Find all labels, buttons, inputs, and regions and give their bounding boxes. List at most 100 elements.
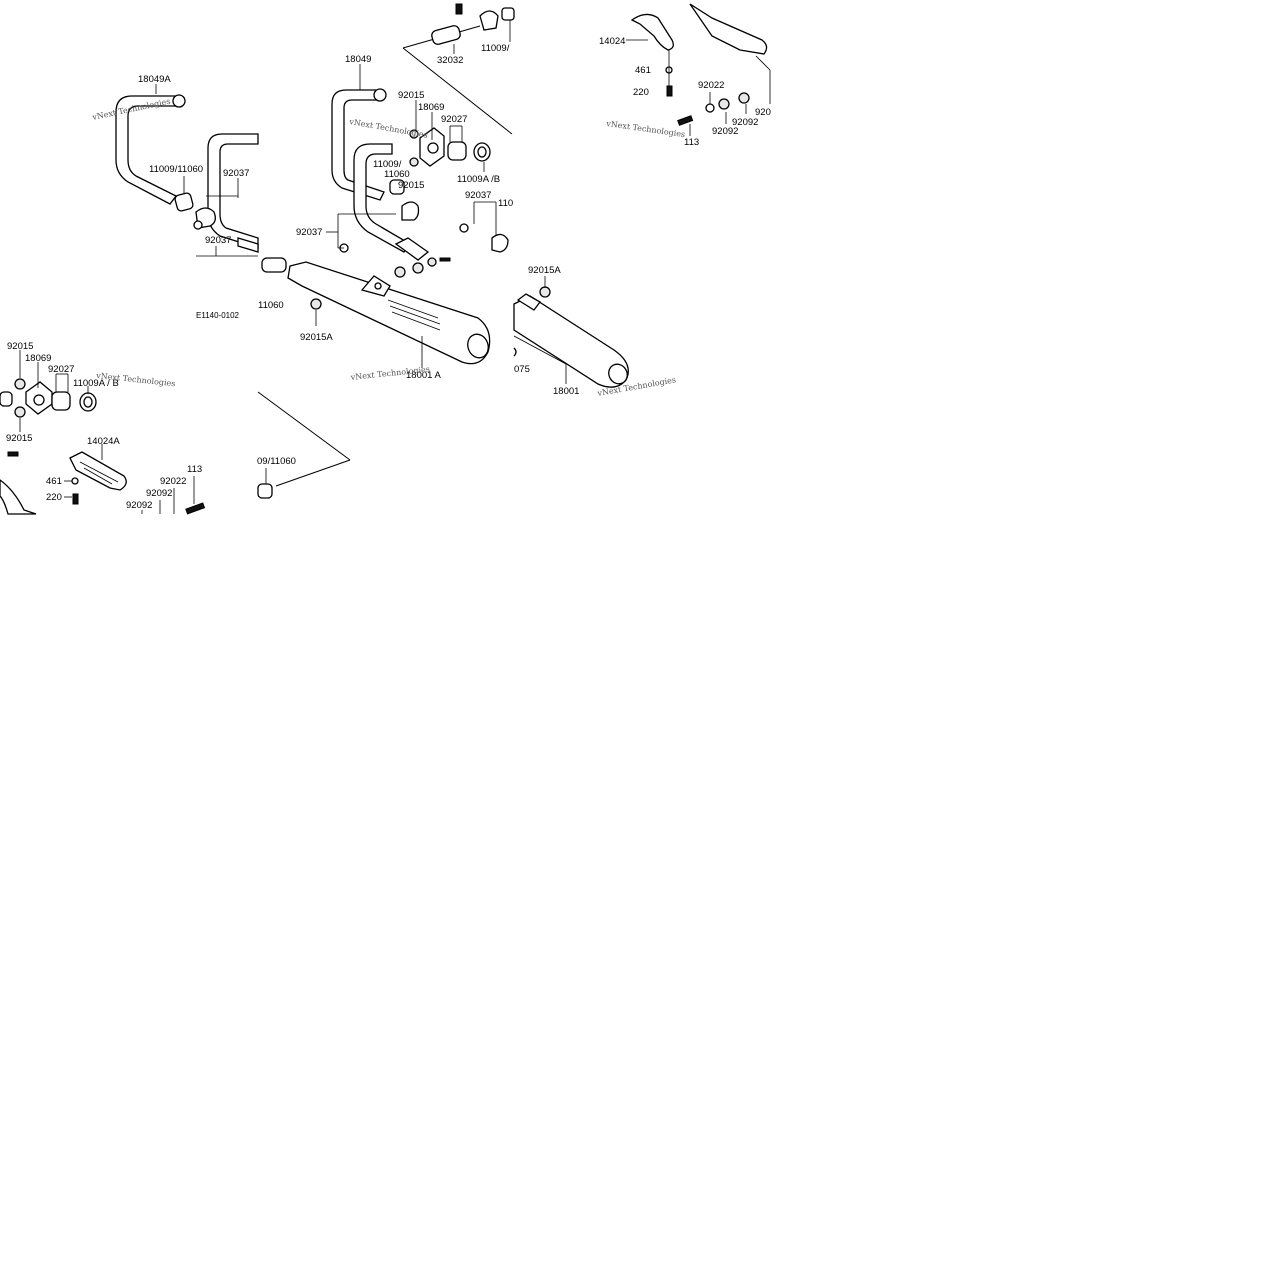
pipe-fragment-bl	[0, 479, 37, 515]
label-14024a: 14024A	[87, 436, 120, 447]
gasket-hole	[83, 396, 93, 408]
collar-92092[interactable]	[718, 98, 730, 110]
bolt-220-bl[interactable]	[72, 493, 79, 505]
clamp-bolt	[193, 220, 203, 230]
nut-92015-b[interactable]	[409, 157, 419, 167]
label-09-11060-cut: 09/11060	[257, 456, 296, 467]
label-075-cut: 075	[514, 364, 530, 375]
clamp-connector[interactable]	[394, 237, 430, 261]
bracket-fragment	[513, 347, 517, 357]
bolt	[7, 451, 19, 457]
nut-92015a-right[interactable]	[539, 286, 551, 298]
label-92092-bl: 92092	[146, 488, 172, 499]
bolt-113[interactable]	[677, 115, 694, 126]
washer-461-bl[interactable]	[71, 477, 79, 485]
muffler-fins	[387, 299, 441, 331]
label-11009ab-bl: 11009A / B	[73, 378, 119, 389]
muffler-18001a[interactable]	[287, 261, 491, 365]
label-18049a: 18049A	[138, 74, 171, 85]
exhaust-pipe-18049[interactable]	[331, 89, 385, 201]
label-92037-b: 92037	[205, 235, 231, 246]
label-92015a-right: 92015A	[528, 265, 561, 276]
drawing-code: E1140-0102	[196, 311, 240, 320]
right-middle-tile: 92015A 18001 075 vNext Technologies	[513, 265, 677, 398]
flange-hole	[427, 142, 439, 154]
heat-shield-14024a[interactable]	[69, 451, 127, 491]
top-right-tile: 14024 461 220 92022 92092 92092 920 113 …	[599, 3, 771, 148]
label-11060: 11060	[384, 169, 410, 180]
label-92022: 92022	[698, 80, 724, 91]
label-18069: 18069	[418, 102, 444, 113]
collar-11009-11060-lower[interactable]	[257, 483, 273, 499]
clamp-92015[interactable]	[401, 201, 420, 221]
label-92022-bl: 92022	[160, 476, 186, 487]
joint-32032[interactable]	[431, 25, 462, 46]
collar-11009-11060[interactable]	[174, 192, 194, 212]
bolt	[455, 3, 463, 15]
label-220-bl: 220	[46, 492, 62, 503]
label-11009ab: 11009A /B	[457, 174, 500, 185]
center-tile: 32032 11009/	[257, 3, 515, 499]
label-14024: 14024	[599, 36, 625, 47]
nut-92015a[interactable]	[310, 298, 322, 310]
label-92092: 92092	[712, 126, 738, 137]
bolt-220[interactable]	[666, 85, 673, 97]
bottom-left-tile: 92015 18069 92027 11009A / B 92015 14024…	[0, 341, 206, 515]
bolt-92037-right[interactable]	[459, 223, 469, 233]
pipe-end	[373, 88, 387, 102]
label-11009-11060: 11009/11060	[149, 164, 203, 175]
nut[interactable]	[394, 266, 406, 278]
bracket-hole	[374, 282, 382, 290]
watermark: vNext Technologies	[605, 119, 686, 139]
pipe-joint[interactable]	[261, 257, 287, 273]
pipe-end	[172, 94, 186, 108]
muffler-outlet	[467, 333, 489, 359]
muffler-bracket[interactable]	[516, 293, 541, 311]
collar-11060[interactable]	[389, 179, 405, 195]
label-32032: 32032	[437, 55, 463, 66]
clamp[interactable]	[479, 10, 499, 31]
label-11060-cut: 11060	[258, 300, 284, 311]
bolt	[439, 257, 451, 262]
heat-shield-14024[interactable]	[630, 13, 674, 51]
label-92092-bl-b: 92092	[126, 500, 152, 511]
shield-fins	[79, 461, 119, 485]
label-11009: 11009/	[373, 159, 402, 170]
gasket-hole	[477, 146, 487, 158]
nut[interactable]	[412, 262, 424, 274]
collar-11009-top[interactable]	[501, 7, 515, 21]
flange-hole	[33, 394, 45, 406]
label-92015-b: 92015	[398, 180, 424, 191]
pipe-end-bl	[0, 391, 13, 407]
label-18001: 18001	[553, 386, 579, 397]
label-113-bl: 113	[187, 464, 202, 475]
label-92015: 92015	[398, 90, 424, 101]
support-line	[755, 55, 771, 104]
label-220: 220	[633, 87, 649, 98]
clamp-92037-right[interactable]	[491, 233, 509, 253]
label-92015a: 92015A	[300, 332, 333, 343]
muffler-upper[interactable]	[689, 3, 768, 55]
label-92037-a: 92037	[223, 168, 249, 179]
exhaust-pipe-second[interactable]	[207, 133, 259, 249]
label-18069-bl: 18069	[25, 353, 51, 364]
washer-92022[interactable]	[705, 103, 715, 113]
nut-92015-bl[interactable]	[14, 378, 26, 390]
label-11009-top: 11009/	[481, 43, 510, 54]
bolt-113-bl[interactable]	[185, 502, 206, 515]
label-92015-bl-b: 92015	[6, 433, 32, 444]
muffler-outlet	[608, 363, 628, 385]
label-92037-right: 92037	[465, 190, 491, 201]
label-92037-mid: 92037	[296, 227, 322, 238]
collar-92027-bl[interactable]	[51, 391, 71, 411]
label-18001a: 18001 A	[406, 370, 442, 381]
collar-92027[interactable]	[447, 141, 467, 161]
label-113: 113	[684, 137, 699, 148]
nut-92015-bl-b[interactable]	[14, 406, 26, 418]
washer[interactable]	[427, 257, 437, 267]
top-left-tile: 18049A 11009/11060 92037 92037 vNext Tec…	[91, 74, 259, 320]
label-461-bl: 461	[46, 476, 62, 487]
collar-92092-b[interactable]	[738, 92, 750, 104]
nut-92015[interactable]	[409, 129, 419, 139]
